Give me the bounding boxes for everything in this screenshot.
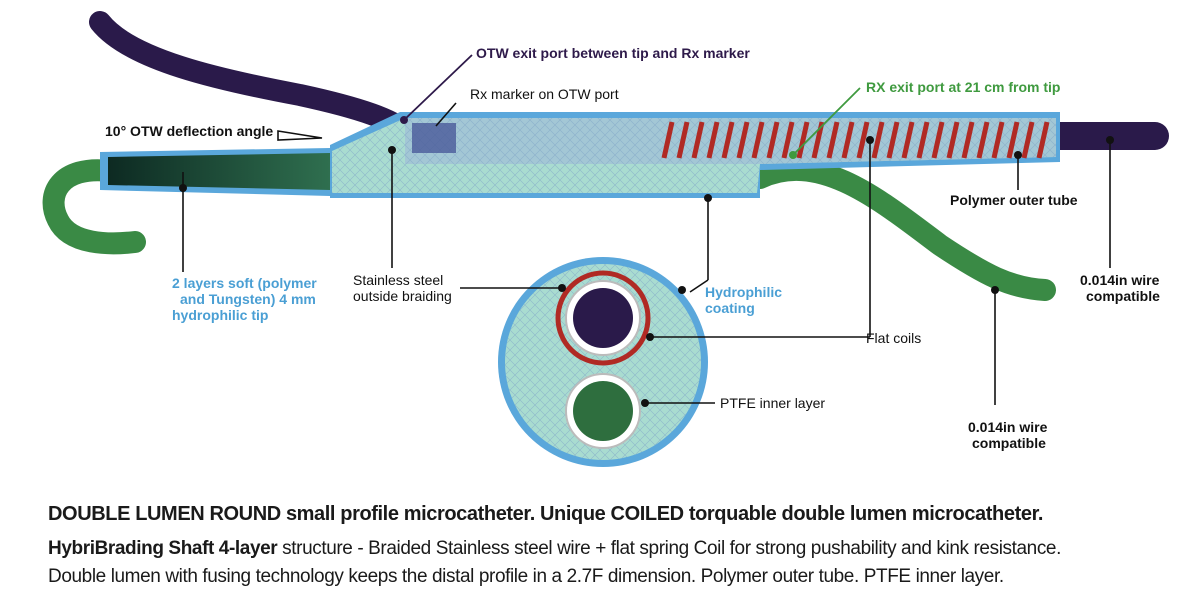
coil-stripe <box>766 121 780 159</box>
hydrophilic-label-line1: Hydrophilic <box>705 284 782 300</box>
otw-wire-upper <box>89 11 421 146</box>
coil-stripe <box>946 121 960 159</box>
upper-lumen-coil-ring <box>555 270 651 366</box>
tip-inner <box>108 153 330 190</box>
guidewire-hook-left <box>42 159 146 255</box>
deflection-angle-label: 10° OTW deflection angle <box>105 123 273 139</box>
coil-stripe <box>721 121 735 159</box>
wire-bottom-label-line2: compatible <box>972 435 1046 451</box>
coil-stripe <box>661 121 675 159</box>
coil-stripe <box>931 121 945 159</box>
coil-stripe <box>856 121 870 159</box>
hydrophilic-label-line2: coating <box>705 300 755 316</box>
rx-exit-leader <box>792 87 861 156</box>
tip-label-line2: and Tungsten) 4 mm <box>180 291 316 307</box>
coil-stripe <box>736 121 750 159</box>
coil-stripe <box>781 121 795 159</box>
otw-exit-dot <box>400 116 408 124</box>
coil-stripe <box>991 121 1005 159</box>
coil-stripe <box>706 121 720 159</box>
deflection-angle-icon <box>277 130 323 141</box>
rx-exit-dot <box>789 151 797 159</box>
coil-stripe <box>1036 121 1050 159</box>
coil-stripe <box>676 121 690 159</box>
ptfe-inner-label: PTFE inner layer <box>720 395 825 411</box>
coil-stripe <box>961 121 975 159</box>
coil-stripe <box>826 121 840 159</box>
coil-stripe <box>916 121 930 159</box>
rx-marker <box>412 123 456 153</box>
wire-bottom-label-line1: 0.014in wire <box>968 419 1048 435</box>
coil-stripe <box>886 121 900 159</box>
leader-dots <box>179 136 1114 407</box>
wire-right-label-line2: compatible <box>1086 288 1160 304</box>
lower-lumen-wire <box>573 381 633 441</box>
flat-coils-group <box>661 121 1050 159</box>
coil-stripe <box>1021 121 1035 159</box>
caption-line2-rest: structure - Braided Stainless steel wire… <box>277 538 1061 559</box>
caption-shaft-name: HybriBrading Shaft 4-layer <box>48 538 278 559</box>
coil-stripe <box>976 121 990 159</box>
coil-stripe <box>871 121 885 159</box>
otw-exit-port-label: OTW exit port between tip and Rx marker <box>476 45 750 61</box>
coil-stripe <box>691 121 705 159</box>
wire-right-label-line1: 0.014in wire <box>1080 272 1160 288</box>
coil-stripe <box>796 121 810 159</box>
coil-stripe <box>1006 121 1020 159</box>
tip-label-line3: hydrophilic tip <box>172 307 268 323</box>
otw-exit-leader <box>403 54 473 121</box>
caption-line3: Double lumen with fusing technology keep… <box>48 566 1004 587</box>
upper-lumen-wire <box>573 288 633 348</box>
catheter-diagram: OTW exit port between tip and Rx marker … <box>42 11 1169 467</box>
coil-stripe <box>901 121 915 159</box>
braiding-label-line1: Stainless steel <box>353 272 443 288</box>
rx-exit-port-label: RX exit port at 21 cm from tip <box>866 79 1060 95</box>
caption-line2: HybriBrading Shaft 4-layer structure - B… <box>48 538 1178 560</box>
leader-lines <box>182 102 1111 405</box>
coil-stripe <box>841 121 855 159</box>
coil-stripe <box>751 121 765 159</box>
caption-headline: DOUBLE LUMEN ROUND small profile microca… <box>48 503 1044 525</box>
flat-coils-label: Flat coils <box>866 330 921 346</box>
braiding-label-line2: outside braiding <box>353 288 452 304</box>
tip-label-line1: 2 layers soft (polymer <box>172 275 317 291</box>
polymer-outer-tube-label: Polymer outer tube <box>950 192 1078 208</box>
rx-marker-label: Rx marker on OTW port <box>470 86 619 102</box>
guidewire-exit-right <box>749 158 1056 301</box>
